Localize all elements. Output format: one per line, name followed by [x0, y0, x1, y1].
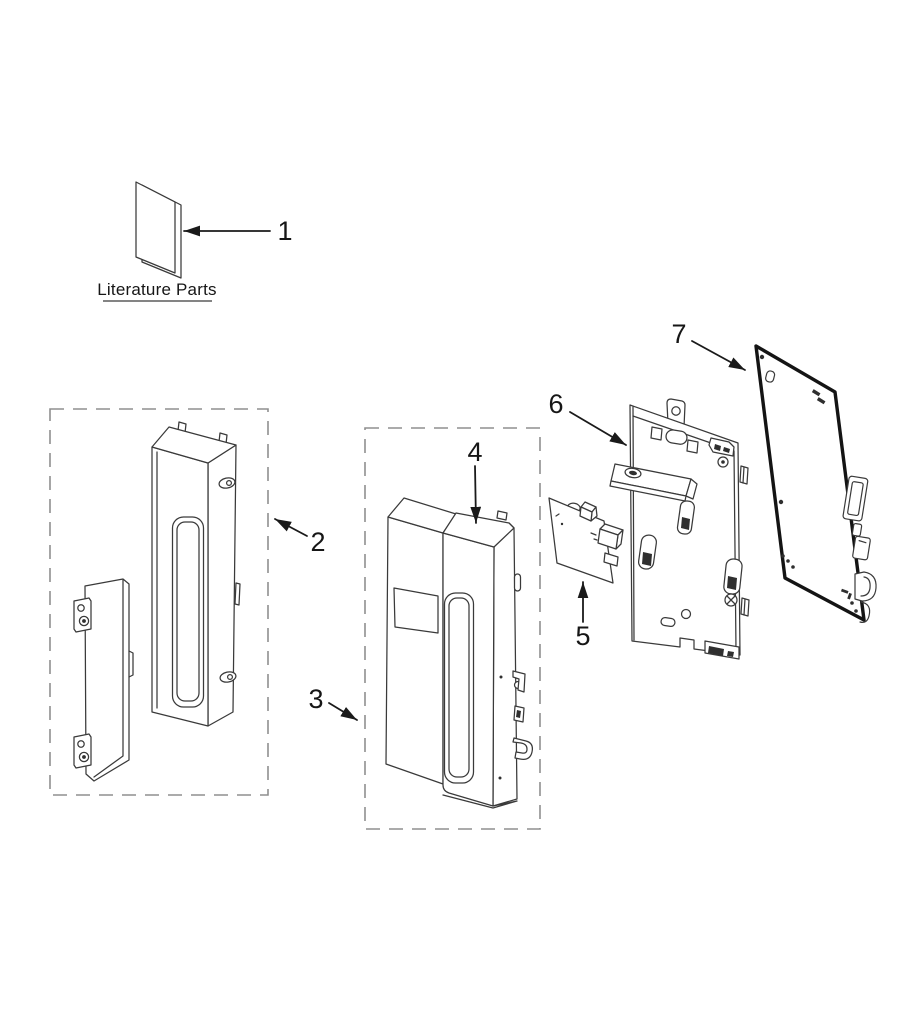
pcb-connector-step — [851, 522, 863, 537]
callout-7-arrow — [691, 340, 746, 371]
part-1-literature-booklet — [135, 181, 182, 279]
callout-labels: 1 2 3 4 5 6 7 — [277, 216, 686, 714]
part-7-main-pcb — [754, 344, 877, 623]
callout-arrows — [183, 225, 746, 721]
part-2-filler-panel — [73, 578, 134, 782]
callout-3-label: 3 — [308, 684, 323, 714]
callout-2-label: 2 — [310, 527, 325, 557]
callout-7-label: 7 — [671, 319, 686, 349]
part-4-panel-cover — [442, 510, 533, 809]
pcb-connector-3 — [854, 571, 877, 623]
part-2-trim-panel — [151, 421, 241, 727]
pcb-connector-1 — [842, 475, 869, 522]
lineart — [73, 181, 750, 809]
callout-2-arrow — [274, 518, 308, 537]
part-6-mounting-bracket — [609, 398, 750, 660]
callout-6-label: 6 — [548, 389, 563, 419]
dashed-group-boxes — [49, 408, 541, 830]
literature-parts-caption: Literature Parts — [97, 280, 216, 299]
callout-3-arrow — [328, 702, 358, 721]
part-7-details — [759, 354, 877, 623]
part-5-display-board — [548, 497, 624, 584]
part-3-control-panel — [385, 497, 457, 785]
callout-1-label: 1 — [277, 216, 292, 246]
callout-4-label: 4 — [467, 437, 482, 467]
callout-4-arrow — [470, 465, 482, 524]
pcb-connector-2 — [852, 535, 871, 561]
callout-6-arrow — [569, 411, 627, 446]
callout-5-label: 5 — [575, 621, 590, 651]
dashed-box-part-3 — [364, 427, 541, 830]
dashed-box-part-2 — [49, 408, 269, 796]
literature-caption-group: Literature Parts — [97, 280, 217, 302]
